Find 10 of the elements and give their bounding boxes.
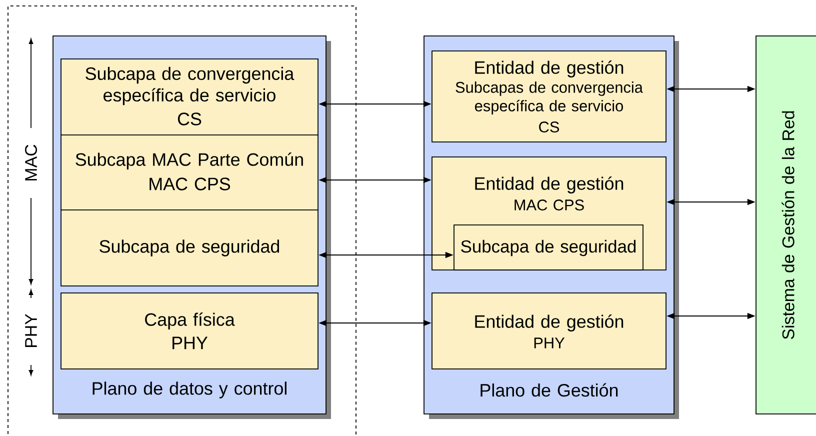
- layer-box: Subcapa MAC Parte Común MAC CPS: [60, 134, 318, 210]
- layer-label: MAC: [25, 144, 38, 180]
- entity-box: Entidad de gestión PHY: [432, 292, 666, 370]
- layer-box: Capa física PHY: [60, 292, 318, 370]
- system-box: Sistema de Gestión de la Red: [756, 36, 816, 414]
- layer-box: Subcapa de seguridad: [60, 210, 318, 286]
- layer-label: PHY: [25, 314, 37, 347]
- sublayer-box: Subcapa de seguridad: [454, 224, 644, 270]
- layer-box: Subcapa de convergencia específica de servicio CS: [60, 58, 318, 136]
- entity-box: Entidad de gestión Subcapas de convergencia específica de servicio CS: [432, 50, 666, 142]
